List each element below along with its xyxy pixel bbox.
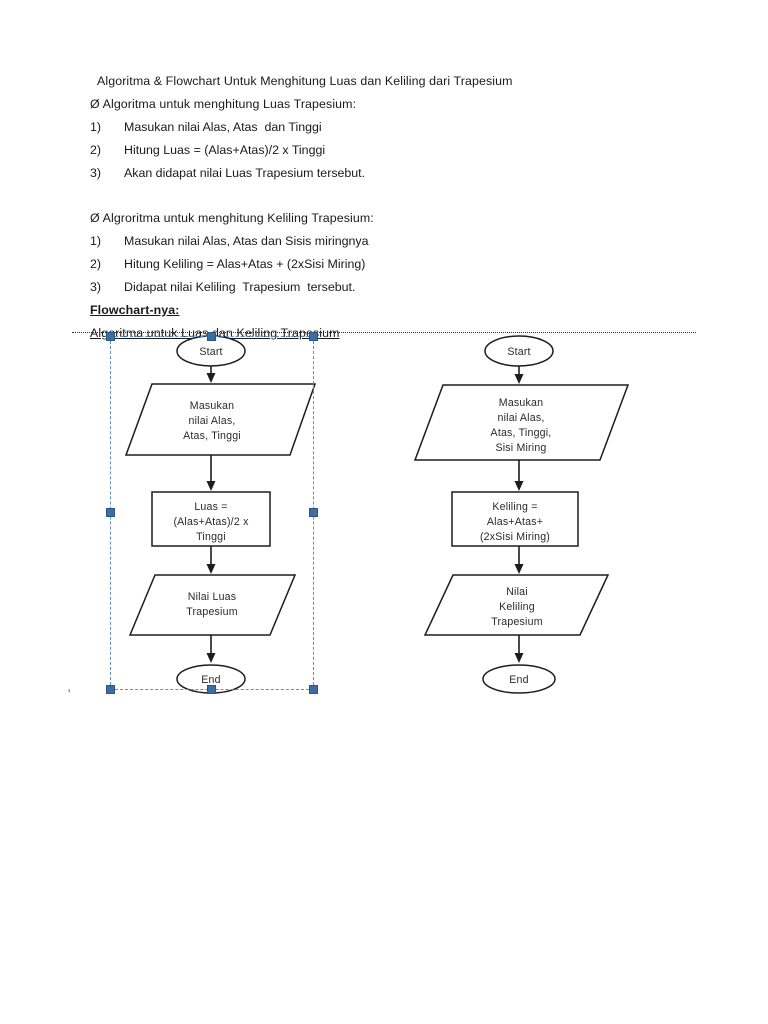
node-input-line-4: Sisi Miring <box>495 442 546 454</box>
list-item-number: 3) <box>90 280 102 294</box>
node-input-line-3: Atas, Tinggi, <box>491 427 552 439</box>
node-process-line-1: Keliling = <box>492 501 537 513</box>
node-output-shape[interactable] <box>128 574 297 636</box>
node-output-line-1: Nilai Luas <box>188 591 237 603</box>
section-divider <box>72 332 696 333</box>
list-item-number: 3) <box>90 166 102 180</box>
node-input-line-3: Atas, Tinggi <box>183 430 241 442</box>
node-output-line-1: Nilai <box>506 586 528 598</box>
list-item: 2) Hitung Luas = (Alas+Atas)/2 x Tinggi <box>90 139 690 162</box>
list-item: 1) Masukan nilai Alas, Atas dan Tinggi <box>90 116 690 139</box>
node-process-line-3: Tinggi <box>196 531 226 543</box>
node-process-shape[interactable] <box>151 491 271 547</box>
flowchart-label: Flowchart-nya: <box>90 303 180 317</box>
list-item: 3) Didapat nilai Keliling Trapesium ters… <box>90 276 690 299</box>
node-input-line-2: nilai Alas, <box>498 412 545 424</box>
node-output-line-3: Trapesium <box>491 616 542 628</box>
node-process-line-1: Luas = <box>194 501 227 513</box>
node-process-shape[interactable] <box>451 491 579 547</box>
node-end-shape[interactable] <box>482 664 556 694</box>
document-title: Algoritma & Flowchart Untuk Menghitung L… <box>97 74 513 88</box>
section-heading-luas: Ø Algoritma untuk menghitung Luas Trapes… <box>90 97 357 111</box>
list-item-number: 2) <box>90 257 102 271</box>
node-output-line-2: Trapesium <box>186 606 237 618</box>
algorithm-text-block: Algoritma & Flowchart Untuk Menghitung L… <box>90 70 690 345</box>
node-end-label: End <box>509 674 528 686</box>
luas-trapesium-flowchart[interactable]: Start Masukan nilai Alas, Atas, Tinggi L… <box>100 330 330 705</box>
node-process-line-2: (Alas+Atas)/2 x <box>173 516 249 528</box>
keliling-trapesium-flowchart[interactable]: Start Masukan nilai Alas, Atas, Tinggi, … <box>400 330 650 705</box>
node-process-line-3: (2xSisi Miring) <box>480 531 550 543</box>
list-item-text: Masukan nilai Alas, Atas dan Sisis mirin… <box>124 234 369 248</box>
list-item-text: Masukan nilai Alas, Atas dan Tinggi <box>124 120 322 134</box>
list-item: 1) Masukan nilai Alas, Atas dan Sisis mi… <box>90 230 690 253</box>
list-item-text: Hitung Luas = (Alas+Atas)/2 x Tinggi <box>124 143 326 157</box>
node-output-line-2: Keliling <box>499 601 535 613</box>
stray-apostrophe-mark: ' <box>68 686 71 701</box>
list-item: 2) Hitung Keliling = Alas+Atas + (2xSisi… <box>90 253 690 276</box>
list-item-text: Didapat nilai Keliling Trapesium tersebu… <box>124 280 356 294</box>
paragraph-spacer <box>90 185 690 207</box>
node-input-line-1: Masukan <box>190 400 234 412</box>
list-item-number: 1) <box>90 120 102 134</box>
list-item: 3) Akan didapat nilai Luas Trapesium ter… <box>90 162 690 185</box>
node-input-line-1: Masukan <box>499 397 543 409</box>
node-start-label: Start <box>507 346 530 358</box>
node-process-line-2: Alas+Atas+ <box>487 516 543 528</box>
list-item-number: 1) <box>90 234 102 248</box>
list-item-number: 2) <box>90 143 102 157</box>
node-end-label: End <box>201 674 220 686</box>
node-input-shape[interactable] <box>413 384 630 461</box>
node-input-line-2: nilai Alas, <box>189 415 236 427</box>
node-input-shape[interactable] <box>124 383 317 456</box>
list-item-text: Hitung Keliling = Alas+Atas + (2xSisi Mi… <box>124 257 366 271</box>
section-heading-keliling: Ø Algroritma untuk menghitung Keliling T… <box>90 211 374 225</box>
node-start-label: Start <box>199 346 222 358</box>
node-output-shape[interactable] <box>423 574 610 636</box>
list-item-text: Akan didapat nilai Luas Trapesium terseb… <box>124 166 366 180</box>
